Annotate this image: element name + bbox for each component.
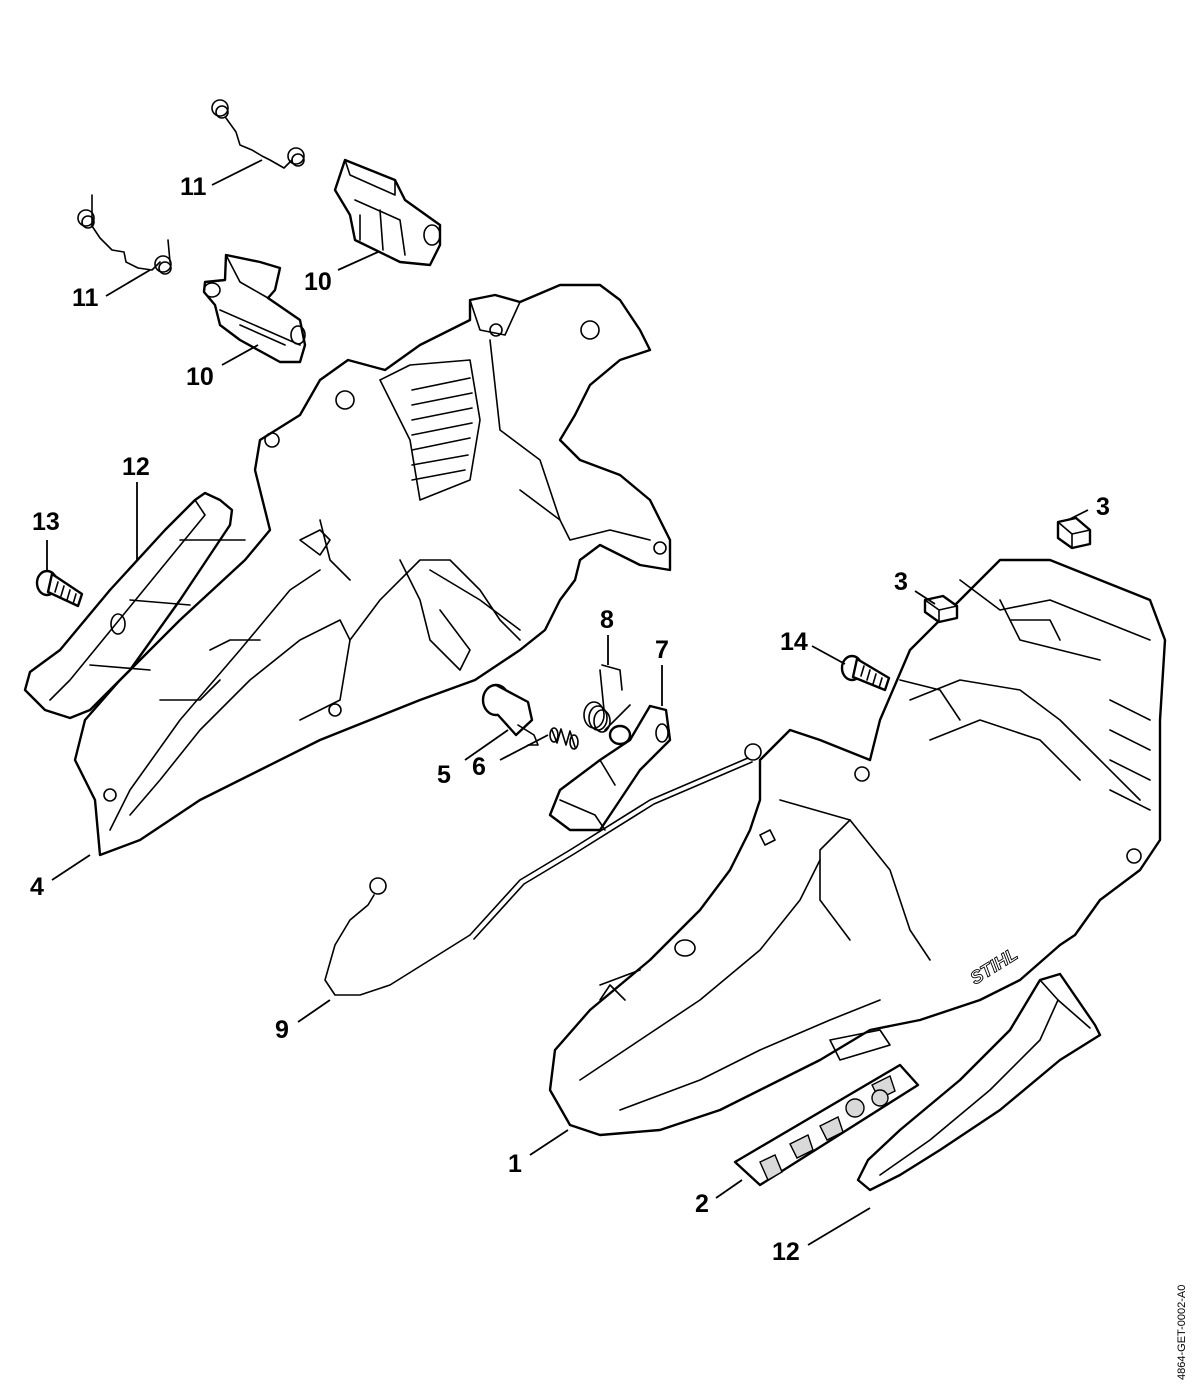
callout-10-upper: 10 [304, 268, 332, 296]
spring-part-11-lower [77, 194, 172, 275]
bearing-part-5 [481, 683, 539, 746]
lever-part-7 [548, 704, 672, 832]
callout-6: 6 [472, 753, 486, 781]
callout-7: 7 [655, 636, 669, 664]
callout-3-lower: 3 [894, 568, 908, 596]
callout-2: 2 [695, 1190, 709, 1218]
leader-lines [46, 159, 1089, 1246]
housing-part-1: STIHL [548, 558, 1167, 1137]
callout-3-upper: 3 [1096, 493, 1110, 521]
callout-9: 9 [275, 1016, 289, 1044]
callout-labels: 11 11 10 10 12 13 4 5 6 8 7 3 3 14 9 1 2… [30, 173, 1110, 1266]
callout-8: 8 [600, 606, 614, 634]
spring-part-8 [583, 664, 631, 733]
callout-5: 5 [437, 761, 451, 789]
slide-part-10-lower [202, 253, 307, 364]
cable-part-9 [324, 743, 762, 996]
callout-1: 1 [508, 1150, 522, 1178]
housing-part-4 [73, 283, 672, 857]
callout-12-left: 12 [122, 453, 150, 481]
callout-11-lower: 11 [72, 284, 99, 312]
document-id-text: 4864-GET-0002-A0 [1176, 1285, 1188, 1380]
warning-label-part-2 [733, 1063, 920, 1187]
spring-part-11-upper [211, 99, 305, 169]
screw-part-14 [840, 654, 891, 692]
spring-part-6 [549, 727, 579, 750]
slide-part-10-upper [333, 158, 442, 267]
callout-13: 13 [32, 508, 60, 536]
callout-10-lower: 10 [186, 363, 214, 391]
callout-11-upper: 11 [180, 173, 207, 201]
callout-12-right: 12 [772, 1238, 800, 1266]
screw-part-13 [35, 569, 84, 608]
trim-part-12-right [856, 972, 1102, 1192]
callout-4: 4 [30, 873, 44, 901]
pad-part-3-upper [1056, 516, 1092, 550]
callout-14: 14 [780, 628, 808, 656]
